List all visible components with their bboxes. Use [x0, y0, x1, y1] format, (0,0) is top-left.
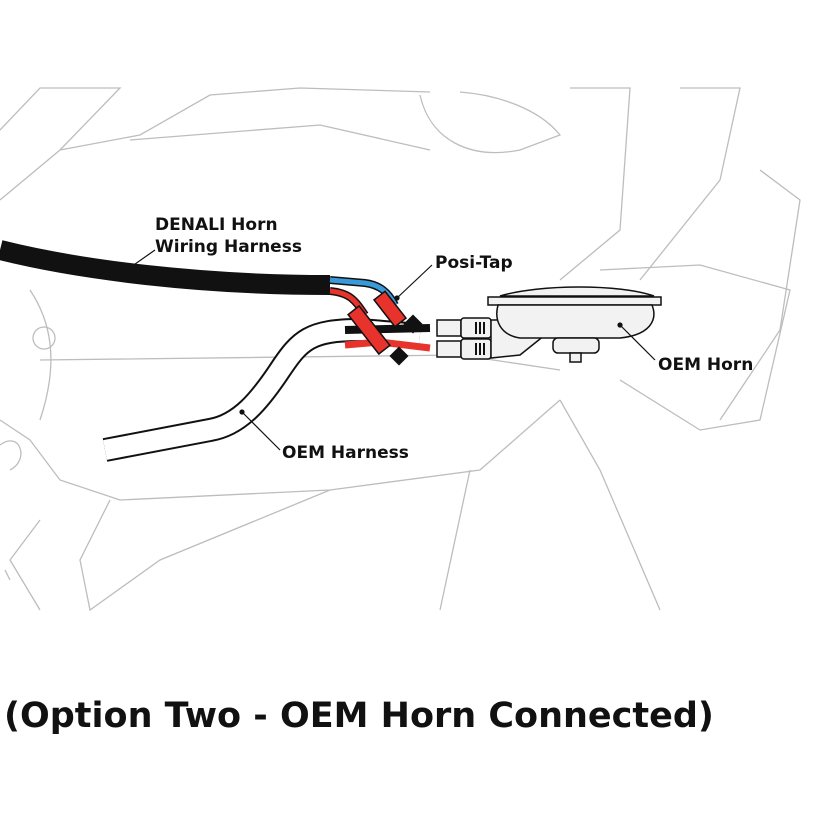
label-oem-harness: OEM Harness: [282, 443, 409, 463]
oem-harness-cable: [102, 317, 421, 462]
diagram-caption: (Option Two - OEM Horn Connected): [4, 696, 714, 736]
denali-harness-cable: [0, 240, 331, 295]
label-posi-tap: Posi-Tap: [435, 253, 513, 273]
label-denali-horn: DENALI Horn: [155, 215, 278, 235]
posi-tap-connector: [372, 290, 423, 334]
label-oem-horn: OEM Horn: [658, 355, 753, 375]
oem-horn: [487, 286, 662, 363]
posi-tap-connector: [347, 304, 409, 366]
leader-lines: [115, 249, 656, 451]
label-wiring-harness: Wiring Harness: [155, 237, 302, 257]
